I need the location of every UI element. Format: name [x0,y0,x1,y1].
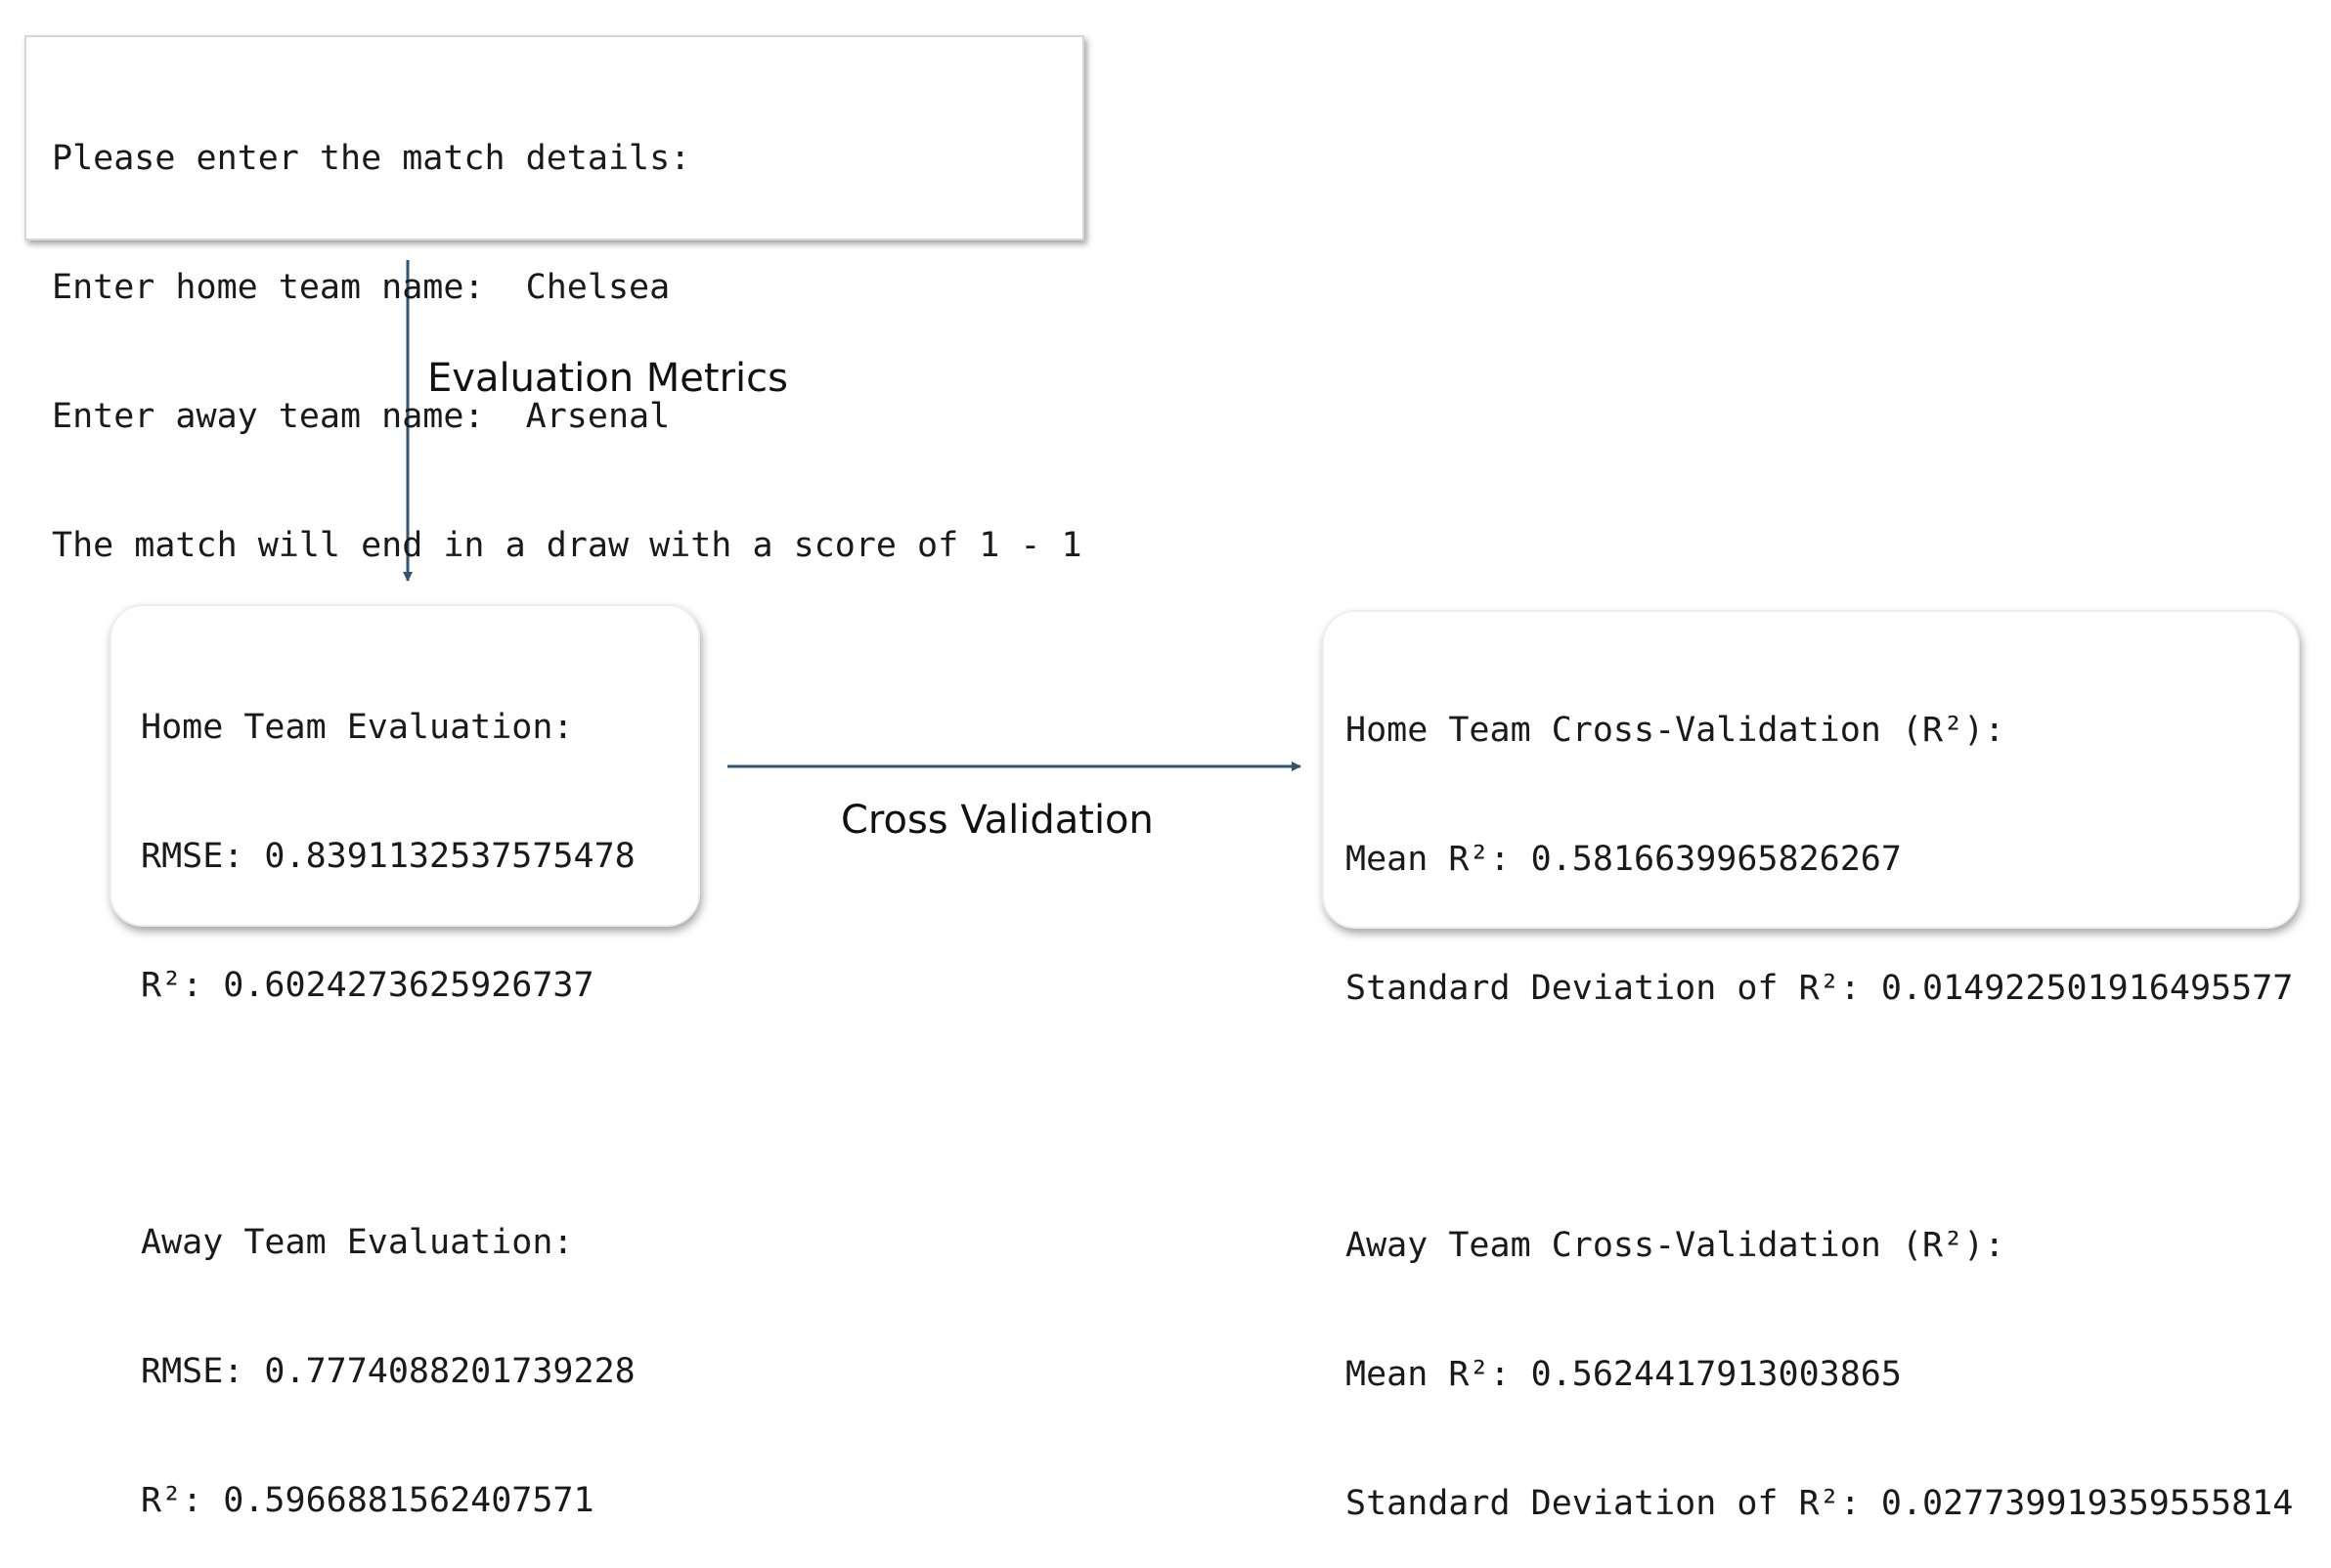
console-line: Enter away team name: Arsenal [52,397,671,436]
away-cv-heading: Away Team Cross-Validation (R²): [1345,1226,2005,1265]
away-r2: R²: 0.5966881562407571 [141,1481,594,1520]
away-cv-std: Standard Deviation of R²: 0.027739919359… [1345,1484,2294,1523]
home-r2: R²: 0.6024273625926737 [141,966,594,1005]
console-line: The match will end in a draw with a scor… [52,526,1082,565]
home-cv-mean: Mean R²: 0.5816639965826267 [1345,840,1902,879]
spacer [141,1093,698,1135]
spacer [1345,1096,2298,1138]
away-rmse: RMSE: 0.7774088201739228 [141,1352,636,1391]
home-cv-std: Standard Deviation of R²: 0.014922501916… [1345,969,2294,1008]
console-output-box: Please enter the match details: Enter ho… [24,35,1084,565]
cross-validation-label: Cross Validation [841,798,1154,843]
cross-validation-box: Home Team Cross-Validation (R²): Mean R²… [1322,610,2300,1523]
away-evaluation-heading: Away Team Evaluation: [141,1223,574,1262]
evaluation-metrics-box: Home Team Evaluation: RMSE: 0.8391132537… [110,604,700,1520]
home-evaluation-heading: Home Team Evaluation: [141,708,574,747]
home-cv-heading: Home Team Cross-Validation (R²): [1345,711,2005,750]
away-cv-mean: Mean R²: 0.5624417913003865 [1345,1355,1902,1394]
console-line: Enter home team name: Chelsea [52,268,671,307]
evaluation-metrics-label: Evaluation Metrics [427,356,788,401]
console-line: Please enter the match details: [52,139,691,178]
connector-arrows [403,260,1301,771]
home-rmse: RMSE: 0.8391132537575478 [141,837,636,876]
